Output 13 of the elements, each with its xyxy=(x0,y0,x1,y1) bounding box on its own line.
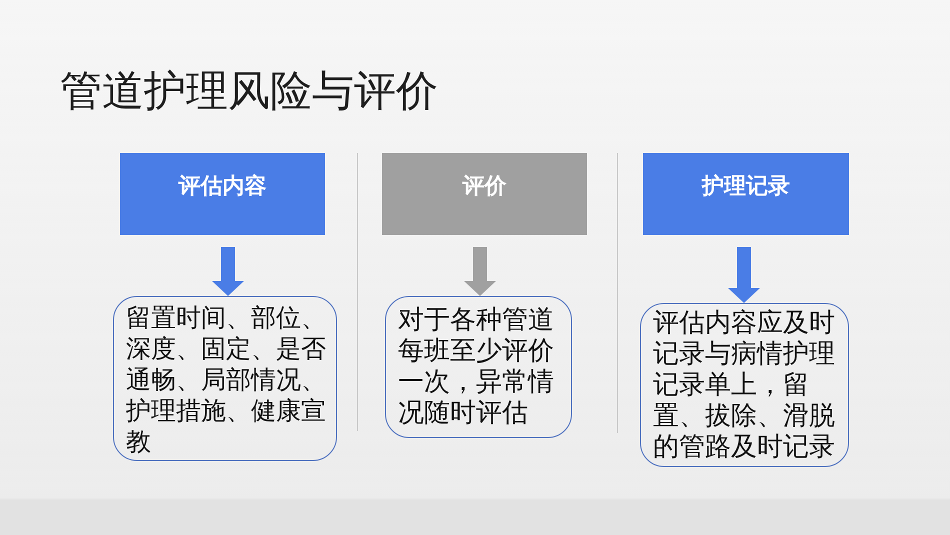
header-title: 评价 xyxy=(462,174,506,200)
header-box xyxy=(120,153,325,235)
rounded-text-box xyxy=(640,303,849,467)
body-text: 评估内容应及时记录与病情护理记录单上，留置、拔除、滑脱的管路及时记录 xyxy=(653,308,836,463)
header-box xyxy=(382,153,587,235)
body-text: 对于各种管道每班至少评价一次，异常情况随时评估 xyxy=(398,305,555,429)
header-box xyxy=(643,153,849,235)
slide-title: 管道护理风险与评价 xyxy=(60,66,438,116)
header-title: 护理记录 xyxy=(702,174,790,200)
body-text: 留置时间、部位、深度、固定、是否通畅、局部情况、护理措施、健康宣教 xyxy=(126,302,327,457)
rounded-text-box xyxy=(113,296,337,461)
header-title: 评估内容 xyxy=(178,174,266,200)
rounded-text-box xyxy=(385,296,572,438)
